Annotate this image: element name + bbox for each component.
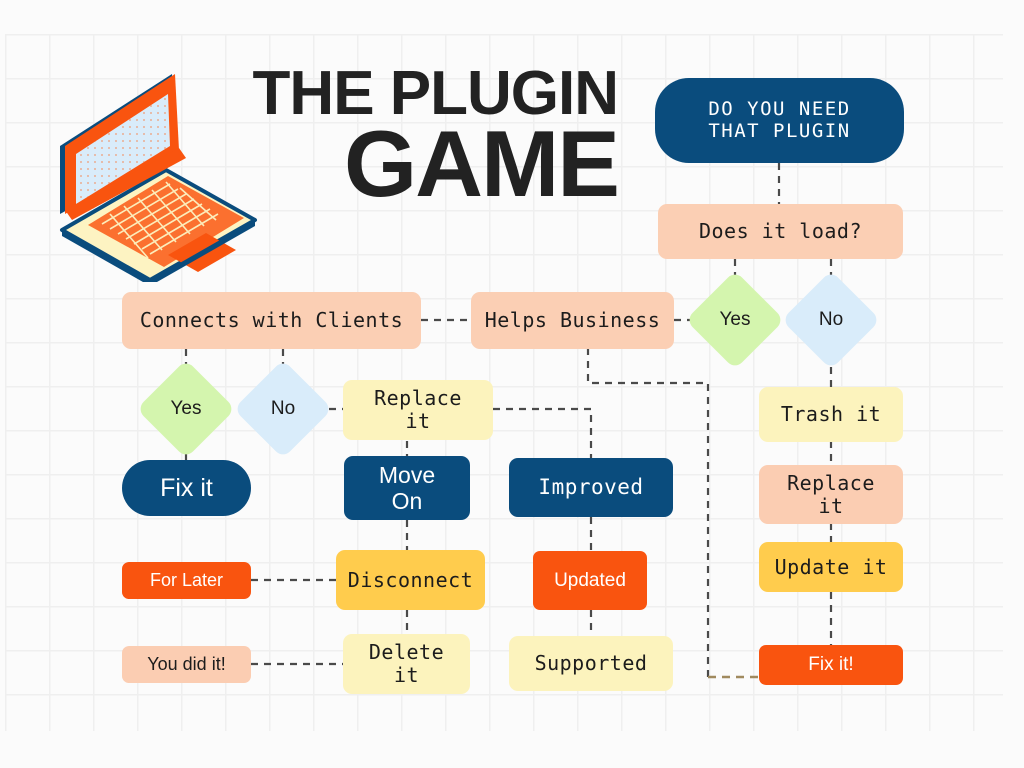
node-fix-it[interactable]: Fix it <box>122 460 251 516</box>
node-label: No <box>270 398 296 419</box>
node-label: Replace it <box>787 470 875 518</box>
laptop-keyboard-deck <box>88 176 244 267</box>
node-delete-it[interactable]: Delete it <box>343 634 470 694</box>
node-label: Delete it <box>368 640 445 687</box>
node-disconnect[interactable]: Disconnect <box>336 550 485 610</box>
grid-mask-bottom <box>0 731 1024 768</box>
node-do-you-need-that-plugin[interactable]: DO YOU NEED THAT PLUGIN <box>655 78 904 163</box>
laptop-keys <box>101 181 219 259</box>
node-label: Yes <box>719 309 751 330</box>
node-improved[interactable]: Improved <box>509 458 673 517</box>
title-line-2: GAME <box>344 111 620 216</box>
node-label: No <box>818 309 844 330</box>
title-line-1: THE PLUGIN <box>252 59 619 128</box>
node-label: Fix it! <box>808 654 854 676</box>
node-no-right[interactable]: No <box>781 270 881 370</box>
node-for-later[interactable]: For Later <box>122 562 251 599</box>
node-yes-left[interactable]: Yes <box>136 359 236 459</box>
node-label: Does it load? <box>698 219 863 243</box>
laptop-screen-dots <box>76 94 170 204</box>
node-label: Yes <box>170 398 202 419</box>
node-label: Trash it <box>780 402 882 426</box>
laptop-hinge <box>65 148 186 220</box>
node-label: Supported <box>534 651 648 675</box>
laptop-illustration <box>60 74 257 282</box>
node-label: Connects with Clients <box>139 308 404 332</box>
node-no-left[interactable]: No <box>233 359 333 459</box>
node-label: Move On <box>378 461 436 514</box>
page-title: THE PLUGIN GAME <box>228 59 620 216</box>
node-helps-business[interactable]: Helps Business <box>471 292 674 349</box>
node-label: Disconnect <box>347 567 474 592</box>
node-label: For Later <box>149 570 224 591</box>
node-connects-with-clients[interactable]: Connects with Clients <box>122 292 421 349</box>
node-you-did-it[interactable]: You did it! <box>122 646 251 683</box>
node-label: Fix it <box>160 473 213 502</box>
node-supported[interactable]: Supported <box>509 636 673 691</box>
node-label: You did it! <box>147 654 226 675</box>
node-replace-it-left[interactable]: Replace it <box>343 380 493 440</box>
node-label: Replace it <box>374 386 462 433</box>
node-label: Improved <box>538 475 644 500</box>
node-update-it[interactable]: Update it <box>759 542 903 592</box>
node-move-on[interactable]: Move On <box>344 456 470 520</box>
node-updated[interactable]: Updated <box>533 551 647 610</box>
node-trash-it[interactable]: Trash it <box>759 387 903 442</box>
node-does-it-load[interactable]: Does it load? <box>658 204 903 259</box>
node-label: Helps Business <box>484 308 661 332</box>
node-label: Update it <box>774 554 888 579</box>
node-fix-it-exclaim[interactable]: Fix it! <box>759 645 903 685</box>
node-yes-right[interactable]: Yes <box>685 270 785 370</box>
grid-mask-right <box>1003 0 1024 768</box>
node-label: DO YOU NEED THAT PLUGIN <box>708 97 851 142</box>
node-label: Updated <box>554 569 626 591</box>
node-replace-it-right[interactable]: Replace it <box>759 465 903 524</box>
